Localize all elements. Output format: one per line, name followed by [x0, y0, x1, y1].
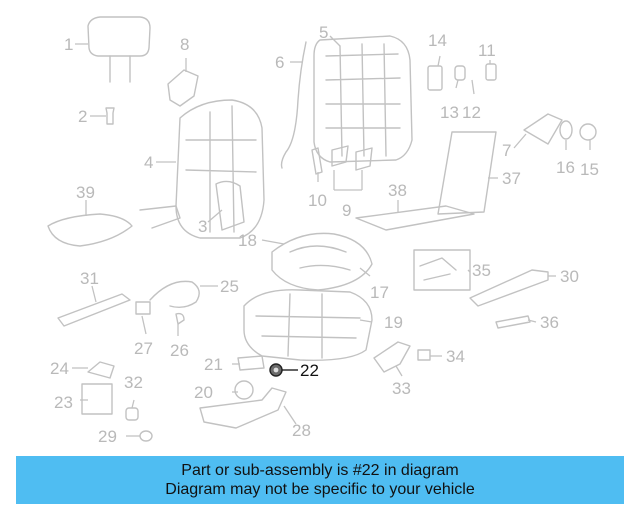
nut-32-drawing — [125, 407, 139, 421]
rail-21-drawing — [237, 355, 265, 371]
callout-20: 20 — [194, 383, 213, 402]
cable-6-drawing — [280, 41, 307, 169]
knob-34-drawing — [417, 349, 431, 361]
callout-6: 6 — [275, 53, 284, 72]
callout-26: 26 — [170, 341, 189, 360]
callout-37: 37 — [502, 169, 521, 188]
callout-30: 30 — [560, 267, 579, 286]
callout-22: 22 — [300, 361, 319, 380]
callout-33: 33 — [392, 379, 411, 398]
trim-31-drawing — [57, 293, 131, 327]
callout-35: 35 — [472, 261, 491, 280]
callout-32: 32 — [124, 373, 143, 392]
panel-37-drawing — [437, 131, 497, 215]
banner-line-2: Diagram may not be specific to your vehi… — [165, 481, 475, 498]
track-28-drawing — [199, 387, 287, 429]
callout-10: 10 — [308, 191, 327, 210]
callout-38: 38 — [388, 181, 407, 200]
seatback-frame-drawing — [313, 35, 413, 163]
callout-7: 7 — [502, 141, 511, 160]
callout-5: 5 — [319, 23, 328, 42]
clip-26-drawing — [175, 312, 185, 325]
callout-28: 28 — [292, 421, 311, 440]
recliner-parts-drawing — [523, 113, 597, 145]
banner-line-1: Part or sub-assembly is #22 in diagram — [181, 462, 459, 479]
pin-10-drawing — [311, 147, 323, 175]
mat-38-drawing — [355, 205, 475, 231]
callout-39: 39 — [76, 183, 95, 202]
leader-lines — [72, 35, 591, 437]
callout-15: 15 — [580, 160, 599, 179]
part-22-drawing — [269, 363, 283, 377]
callout-27: 27 — [134, 339, 153, 358]
callout-13: 13 — [440, 103, 459, 122]
seat-cushion-drawing — [271, 232, 373, 291]
callout-2: 2 — [78, 107, 87, 126]
switch-23-drawing — [81, 383, 113, 415]
callout-29: 29 — [98, 427, 117, 446]
seatback-cushion-drawing — [175, 99, 265, 239]
callout-24: 24 — [50, 359, 69, 378]
callout-14: 14 — [428, 31, 447, 50]
wiring-25-drawing — [149, 280, 200, 309]
callout-16: 16 — [556, 158, 575, 177]
callout-17: 17 — [370, 283, 389, 302]
kit-35-drawing — [413, 249, 471, 291]
callout-12: 12 — [462, 103, 481, 122]
clips-9-drawing — [331, 145, 373, 171]
callout-21: 21 — [204, 355, 223, 374]
callout-4: 4 — [144, 153, 153, 172]
gear-20-drawing — [234, 380, 254, 400]
callout-11: 11 — [478, 41, 496, 60]
headrest-drawing — [87, 16, 151, 83]
callout-34: 34 — [446, 347, 465, 366]
callout-23: 23 — [54, 393, 73, 412]
callout-36: 36 — [540, 313, 559, 332]
bracket-8-drawing — [167, 69, 199, 107]
callout-9: 9 — [342, 201, 351, 220]
callout-3: 3 — [198, 217, 207, 236]
callout-8: 8 — [180, 35, 189, 54]
heater-39-drawing — [47, 205, 181, 247]
small-parts-11-14-drawing — [427, 63, 497, 91]
bezel-24-drawing — [87, 361, 115, 379]
cap-29-drawing — [139, 430, 153, 442]
callout-1: 1 — [64, 35, 73, 54]
bracket-33-drawing — [373, 341, 411, 373]
part-notice-banner: Part or sub-assembly is #22 in diagram D… — [16, 456, 624, 504]
callout-19: 19 — [384, 313, 403, 332]
seat-frame-drawing — [243, 289, 373, 361]
callout-25: 25 — [220, 277, 239, 296]
module-27-drawing — [135, 301, 151, 315]
callout-labels: 1 2 3 4 5 6 7 8 9 10 11 12 13 14 15 16 1… — [50, 23, 599, 446]
callout-31: 31 — [80, 269, 99, 288]
lever-36-drawing — [495, 315, 531, 329]
callout-18: 18 — [238, 231, 257, 250]
bolt-2-drawing — [105, 107, 115, 125]
